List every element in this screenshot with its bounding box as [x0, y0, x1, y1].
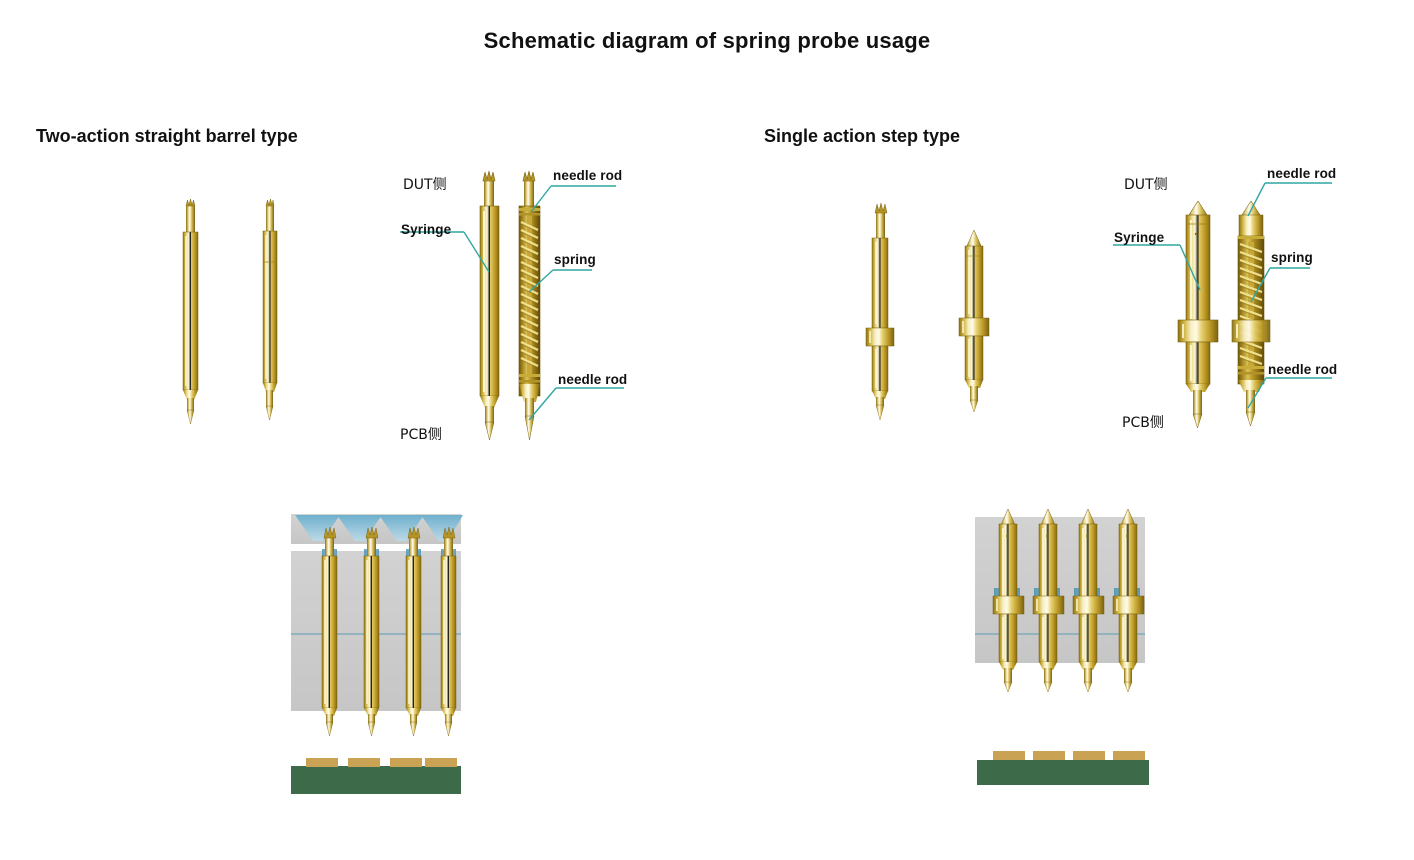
- label-spring-left: spring: [554, 252, 596, 267]
- label-spring-right: spring: [1271, 250, 1313, 265]
- left-annotated-probe-cutaway: [518, 170, 541, 441]
- label-dut-side-left: DUT侧: [403, 177, 447, 193]
- right-standalone-probe-2: [958, 229, 990, 413]
- assembly-probe: [363, 526, 380, 737]
- left-standalone-probe-2: [262, 198, 278, 421]
- section-title-right: Single action step type: [764, 126, 961, 146]
- assembly-probe: [992, 508, 1025, 693]
- label-needle-rod-right-bottom: needle rod: [1268, 362, 1338, 377]
- right-annotated-probe-solid: [1177, 200, 1219, 429]
- label-needle-rod-right-top: needle rod: [1267, 166, 1337, 181]
- label-dut-side-right: DUT侧: [1124, 177, 1168, 193]
- assembly-probe: [1112, 508, 1145, 693]
- assembly-probe: [321, 526, 338, 737]
- label-needle-rod-left-top: needle rod: [553, 168, 623, 183]
- pcb-board-right: [977, 751, 1149, 785]
- label-pcb-side-right: PCB侧: [1122, 415, 1164, 431]
- assembly-probe: [1072, 508, 1105, 693]
- label-syringe-left: Syringe: [401, 222, 452, 237]
- assembly-probe: [405, 526, 422, 737]
- countersink-funnels: [295, 515, 463, 541]
- page-title: Schematic diagram of spring probe usage: [483, 28, 931, 53]
- spring-coil: [520, 221, 539, 367]
- left-annotated-probe-solid: [479, 170, 500, 441]
- assembly-probe: [440, 526, 457, 737]
- spring-coil: [1239, 242, 1263, 366]
- pcb-board-left: [291, 758, 461, 794]
- right-annotated-probe-cutaway: [1231, 200, 1271, 427]
- label-needle-rod-left-bottom: needle rod: [558, 372, 628, 387]
- label-pcb-side-left: PCB侧: [400, 427, 442, 443]
- assembly-probe: [1032, 508, 1065, 693]
- left-standalone-probe-1: [182, 198, 199, 425]
- label-syringe-right: Syringe: [1114, 230, 1165, 245]
- right-assembly: [975, 508, 1149, 785]
- left-assembly: [291, 514, 463, 794]
- section-title-left: Two-action straight barrel type: [36, 126, 298, 146]
- right-standalone-probe-1: [865, 202, 895, 421]
